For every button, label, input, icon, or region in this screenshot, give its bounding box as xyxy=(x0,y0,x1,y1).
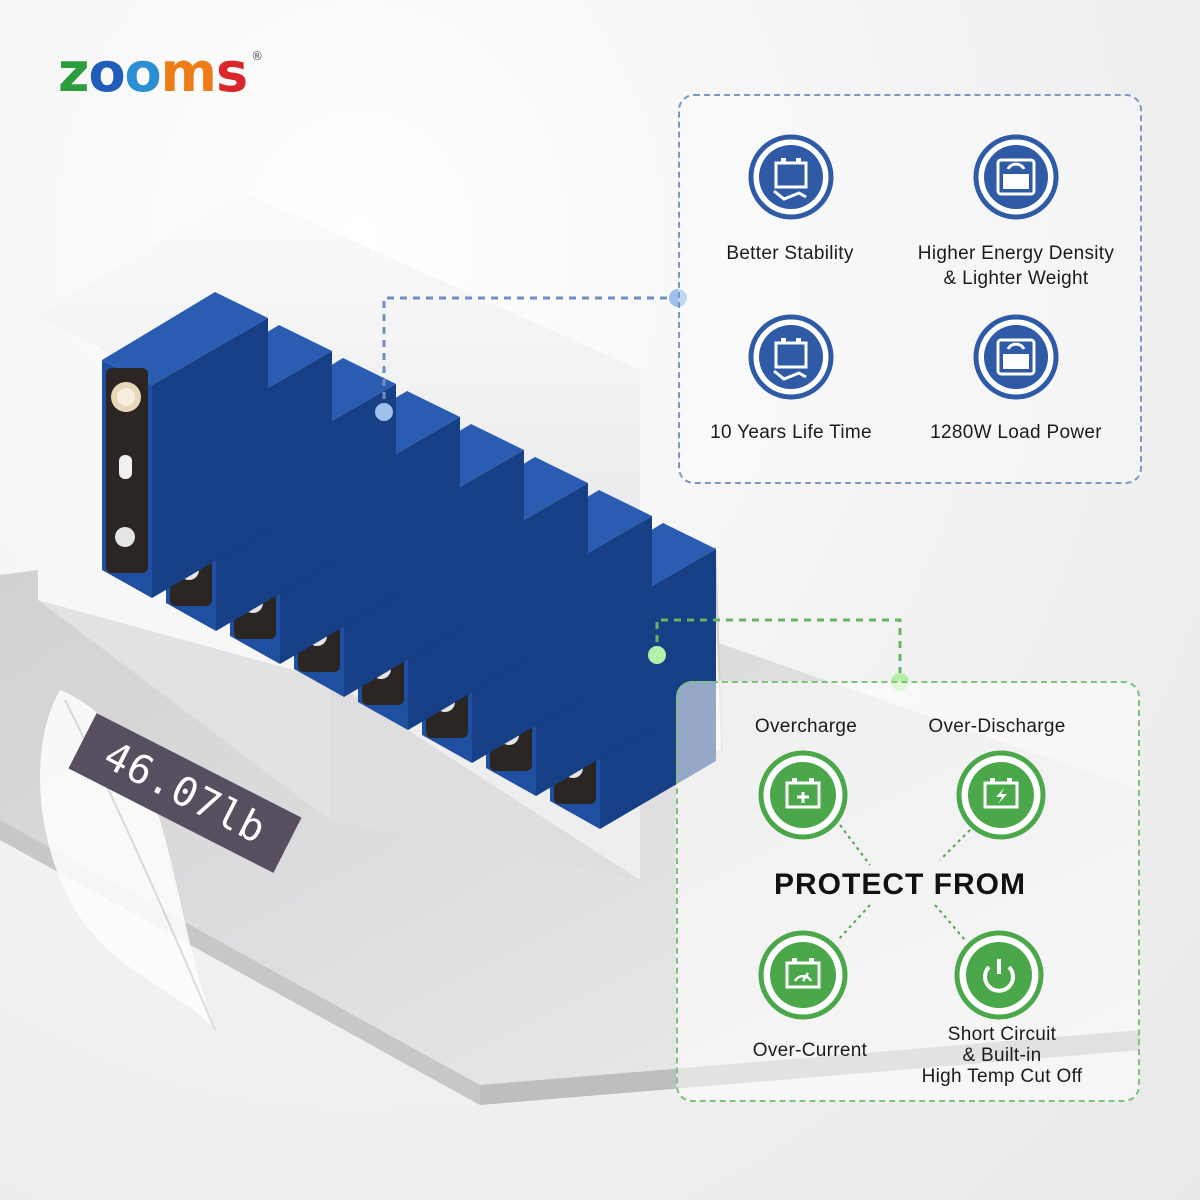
feature-label: 10 Years Life Time xyxy=(710,422,872,443)
battery-plug-icon xyxy=(758,750,848,840)
logo-letter: o xyxy=(124,41,162,104)
feature-label: Higher Energy Density & Lighter Weight xyxy=(917,243,1115,289)
protection-title: PROTECT FROM xyxy=(774,868,1026,901)
protection-label: Short Circuit & Built-in High Temp Cut O… xyxy=(921,1024,1083,1087)
connector-dot-green xyxy=(648,646,666,664)
protection-label: Over-Discharge xyxy=(928,716,1066,737)
load-power-scale-icon xyxy=(973,314,1059,400)
power-icon xyxy=(954,930,1044,1020)
logo-letter: m xyxy=(160,41,217,104)
feature-label: Better Stability xyxy=(726,243,854,264)
protection-label: Over-Current xyxy=(752,1040,868,1061)
weight-scale-icon xyxy=(973,134,1059,220)
battery-lifetime-icon xyxy=(748,314,834,400)
battery-gauge-icon xyxy=(758,930,848,1020)
feature-label: 1280W Load Power xyxy=(930,422,1102,443)
battery-stability-icon xyxy=(748,134,834,220)
protection-panel xyxy=(676,681,1140,1102)
brand-logo: zooms® xyxy=(58,46,263,100)
connector-dot-blue xyxy=(375,403,393,421)
battery-cell xyxy=(102,292,268,598)
logo-letter: o xyxy=(88,41,125,104)
logo-letter: s xyxy=(215,41,248,104)
registered-mark: ® xyxy=(251,49,263,63)
logo-letter: z xyxy=(58,41,89,104)
battery-bolt-icon xyxy=(956,750,1046,840)
protection-label: Overcharge xyxy=(754,716,858,737)
